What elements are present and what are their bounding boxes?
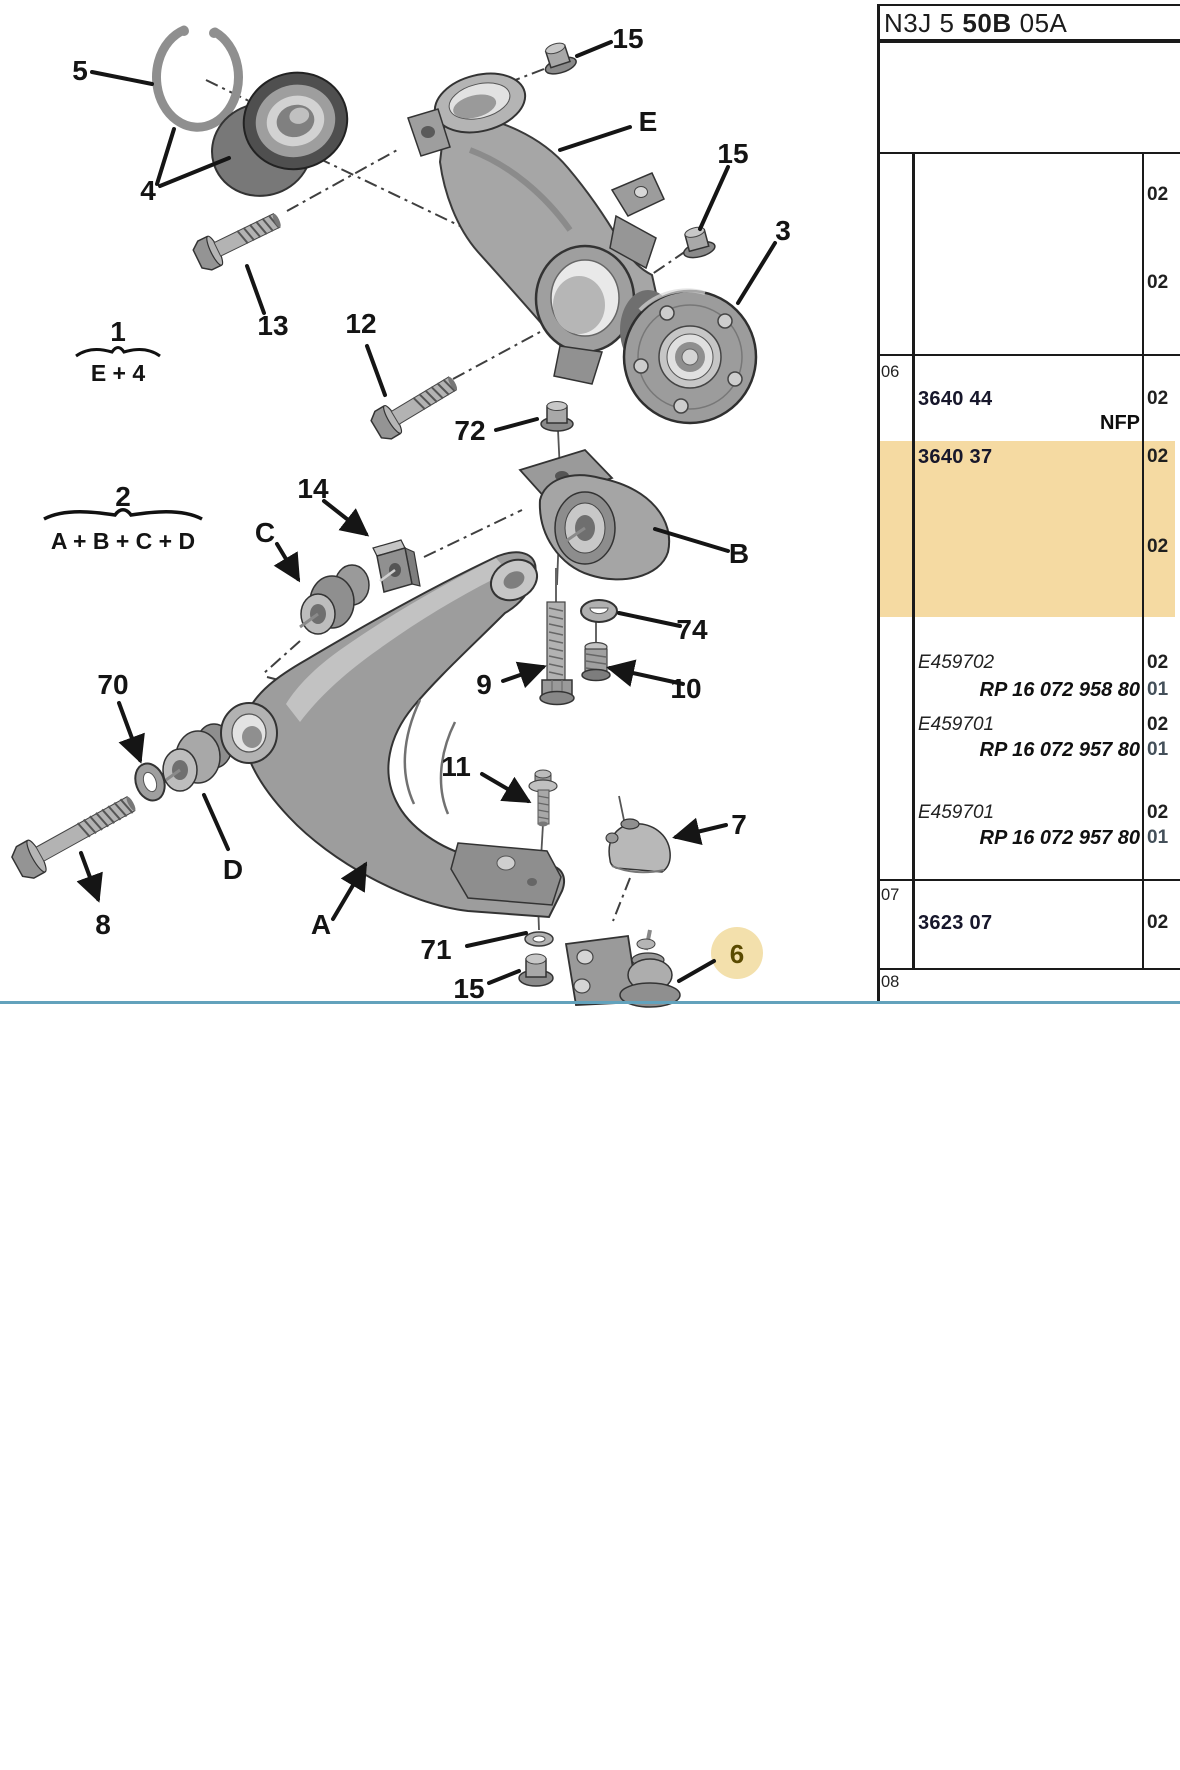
qty-cell: 02 [1147,536,1169,557]
callout-8[interactable]: 8 [95,909,111,940]
washer-70-part [134,762,166,802]
section-index-07: 07 [881,886,900,904]
bushing-c-part [299,564,370,635]
table-left-border [877,4,880,1003]
table-rule-4 [877,968,1180,970]
table-index-divider [912,152,915,970]
bolt-10-part [581,641,611,682]
table-rule-2 [877,354,1180,356]
qty-cell: 02 [1147,714,1169,735]
callout-D[interactable]: D [223,854,243,885]
callout-70[interactable]: 70 [97,669,128,700]
callout-71[interactable]: 71 [420,934,451,965]
callout-E[interactable]: E [639,106,658,137]
group-braces [43,346,203,521]
qty-cell: 02 [1147,446,1169,467]
table-top-border [877,4,1180,6]
steering-knuckle-part [407,72,665,385]
part-ref[interactable]: E459701 [918,802,995,823]
page-code-suffix: 05A [1019,8,1068,38]
table-rule-1 [877,152,1180,154]
replacement-ref[interactable]: RP 16 072 957 80 [979,827,1141,849]
bracket-bushing-b-part [518,448,671,581]
callout-10[interactable]: 10 [670,673,701,704]
wheel-hub-part [620,288,758,425]
table-qty-divider [1142,152,1144,970]
page-code: N3J 5 50B 05A [884,8,1067,39]
replacement-ref[interactable]: RP 16 072 957 80 [979,739,1141,761]
group1-expression: E + 4 [91,360,146,386]
callout-C[interactable]: C [255,517,275,548]
selected-row-highlight [879,441,1175,617]
part-ref[interactable]: E459702 [918,652,995,673]
callout-4[interactable]: 4 [140,175,156,206]
nfp-note: NFP [1100,412,1140,434]
wheel-bearing-part [211,71,349,197]
leader-lines [76,40,777,985]
callout-74[interactable]: 74 [676,614,708,645]
qty-cell: 02 [1147,652,1169,673]
section-index-08: 08 [881,973,900,991]
block-14-part [372,539,421,593]
part-ref[interactable]: E459701 [918,714,995,735]
callout-9[interactable]: 9 [476,669,492,700]
qty-cell: 02 [1147,184,1169,205]
nut-15-mid-part [683,226,716,259]
screw-11-part [528,769,558,827]
exploded-diagram: 5 4 13 12 1 E + 4 2 A + B + C + D 14 C 7… [11,23,791,1008]
callout-15-mid[interactable]: 15 [717,138,748,169]
callout-72[interactable]: 72 [454,415,485,446]
nut-15-bottom-part [518,953,554,987]
callout-12[interactable]: 12 [345,308,376,339]
callout-7[interactable]: 7 [731,809,747,840]
circlip-part [152,25,243,132]
callout-6[interactable]: 6 [730,939,744,969]
table-rule-3 [877,879,1180,881]
nut-15-top-part [544,42,577,75]
section-index-06: 06 [881,363,900,381]
table-header-rule [877,39,1180,43]
qty-cell: 02 [1147,272,1169,293]
page-code-bold: 50B [962,8,1012,38]
callout-15-top[interactable]: 15 [612,23,643,54]
qty-cell: 01 [1147,827,1169,848]
group2-expression: A + B + C + D [51,528,195,554]
callout-14[interactable]: 14 [297,473,329,504]
bolt-8-part [11,796,136,879]
page-code-prefix: N3J 5 [884,8,955,38]
qty-cell: 02 [1147,388,1169,409]
washer-71-part [524,931,554,947]
ball-joint-6-part [564,929,681,1008]
bolt-13-part [192,213,281,271]
callout-3[interactable]: 3 [775,215,791,246]
group1-number[interactable]: 1 [110,316,126,347]
nut-72-part [540,401,574,432]
bolt-12-part [370,376,458,440]
qty-cell: 01 [1147,679,1169,700]
qty-cell: 02 [1147,912,1169,933]
callout-B[interactable]: B [729,538,749,569]
callout-A[interactable]: A [311,909,331,940]
callout-15-bottom[interactable]: 15 [453,973,484,1004]
callout-6-badge [711,927,763,979]
callout-11[interactable]: 11 [441,751,471,782]
page-separator-line [0,1001,1180,1004]
part-ref[interactable]: 3640 44 [918,388,993,410]
bolt-9-part [539,568,575,706]
callout-5[interactable]: 5 [72,55,88,86]
qty-cell: 01 [1147,739,1169,760]
bump-stop-7-part [605,818,671,874]
qty-cell: 02 [1147,802,1169,823]
callout-13[interactable]: 13 [257,310,288,341]
group2-number[interactable]: 2 [115,481,131,512]
part-ref-selected[interactable]: 3640 37 [918,446,993,468]
part-ref[interactable]: 3623 07 [918,912,993,934]
washer-74-part [580,599,618,623]
replacement-ref[interactable]: RP 16 072 958 80 [979,679,1141,701]
control-arm-part [220,551,566,919]
